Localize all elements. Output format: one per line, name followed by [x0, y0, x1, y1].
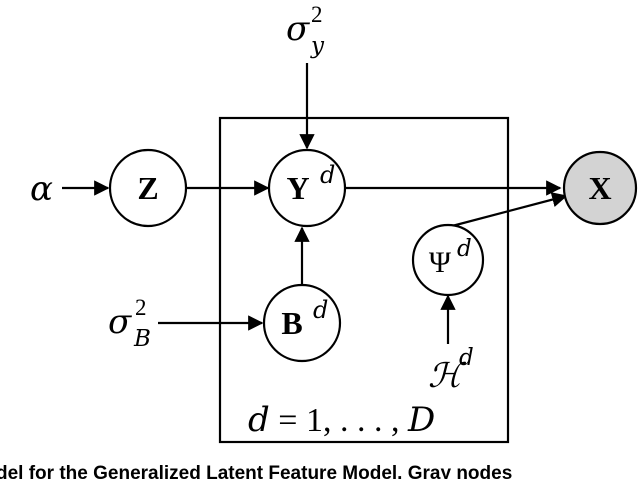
node-y-sup: d: [320, 161, 335, 189]
sigma-b-label: σ 2 B: [108, 295, 151, 352]
figure-caption: del for the Generalized Latent Feature M…: [0, 463, 512, 479]
svg-text:d: d: [459, 345, 474, 371]
node-z: Z: [108, 148, 188, 228]
plate-label: d = 1, . . . , D: [248, 400, 435, 440]
node-z-label: Z: [137, 170, 158, 206]
svg-text:Y: Y: [286, 170, 309, 206]
svg-text:σ: σ: [286, 9, 310, 49]
node-b-label: B: [281, 305, 302, 341]
node-b-sup: d: [313, 296, 328, 324]
svg-text:B: B: [281, 305, 302, 341]
svg-text:σ: σ: [108, 302, 132, 342]
node-psi-label: Ψ: [429, 246, 452, 279]
h-label: ℋ d: [428, 345, 474, 396]
svg-text:2: 2: [135, 295, 147, 320]
node-b: B d: [262, 283, 342, 363]
svg-text:ℋ: ℋ: [428, 356, 467, 396]
plate-box: [218, 116, 510, 444]
svg-text:y: y: [310, 33, 325, 59]
svg-text:B: B: [133, 326, 151, 352]
node-y: Y d: [267, 148, 347, 228]
node-psi: Ψ d: [411, 223, 485, 297]
node-y-label: Y: [286, 170, 309, 206]
node-x-label: X: [588, 170, 611, 206]
sigma-y-label: σ 2 y: [286, 2, 325, 59]
alpha-label: α: [30, 169, 53, 209]
edge-psi-x: [451, 192, 568, 228]
svg-text:2: 2: [311, 2, 323, 27]
node-psi-sup: d: [457, 236, 472, 262]
node-x: X: [562, 150, 638, 226]
